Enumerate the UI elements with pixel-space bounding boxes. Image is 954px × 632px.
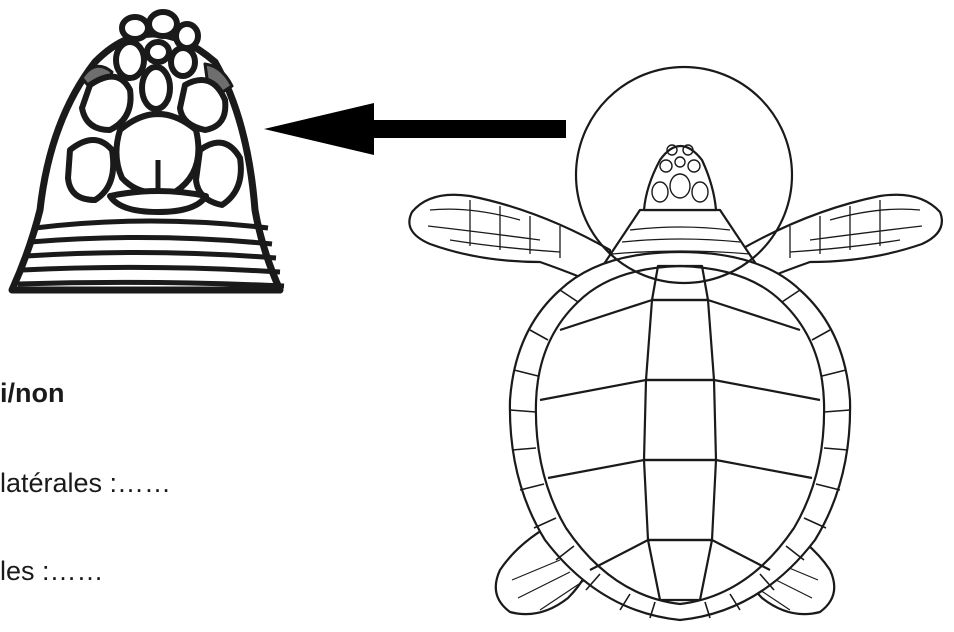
- inset-head-scales: [68, 12, 241, 212]
- scale-top-2: [149, 12, 177, 36]
- form-line-yes-no: i/non: [0, 378, 64, 409]
- scale-center-upper: [142, 67, 170, 109]
- scale-left-upper: [82, 77, 131, 130]
- scale-bottom-center: [110, 191, 206, 212]
- scale-mid-right: [171, 48, 195, 76]
- inset-head-closeup: [12, 12, 284, 290]
- form-line-other: les :……: [0, 556, 104, 587]
- turtle-illustration: [409, 145, 942, 620]
- left-arrow-icon: [264, 103, 566, 155]
- scale-left-lower: [68, 140, 113, 200]
- form-line-lateral: latérales :……: [0, 468, 171, 499]
- scale-mid-left: [116, 42, 144, 78]
- scale-top-3: [176, 24, 198, 48]
- scale-top-1: [122, 17, 148, 39]
- scale-mid-center: [147, 42, 169, 62]
